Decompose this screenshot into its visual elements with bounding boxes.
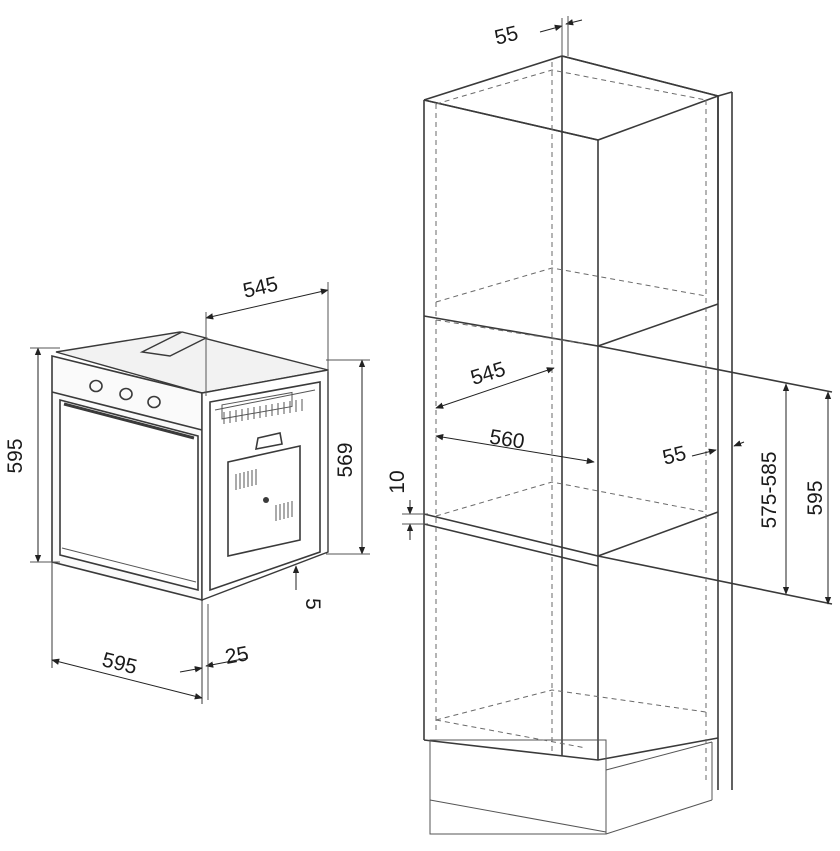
door-bottom-line: [61, 547, 197, 583]
upper-vent-stripes: [223, 399, 303, 424]
front-offset-label: 25: [223, 642, 250, 669]
hidden-edges: [435, 62, 707, 784]
shelf-reference-line-lower: [597, 555, 833, 605]
oven-height-label: 595: [4, 438, 27, 473]
upper-vent: [221, 391, 293, 420]
shelf-reference-line-upper: [597, 345, 833, 393]
knob-2: [119, 387, 133, 401]
rear-plug: [255, 432, 283, 451]
oven-depth-label: 545: [241, 273, 280, 303]
knob-3: [147, 395, 161, 409]
front-offset-dim-line-a: [179, 666, 203, 673]
oven-side-frame: [209, 381, 321, 592]
cabinet-top-panel-label: 55: [492, 22, 520, 50]
front-offset-dim-line-b: [205, 657, 249, 668]
niche-height-range-label: 575-585: [758, 451, 781, 528]
cabinet-depth-560-line: [435, 434, 595, 464]
rear-screw: [263, 497, 269, 503]
oven-width-dim-line: [51, 658, 203, 700]
shelf-thickness-label: 10: [386, 470, 409, 493]
niche-height-label: 595: [804, 480, 827, 515]
cabinet-drawing: [423, 55, 833, 835]
bottom-offset-label: 5: [301, 598, 324, 610]
oven-drawing: [51, 331, 329, 704]
cabinet-top-outline: [423, 55, 721, 141]
knob-1: [89, 379, 103, 393]
cabinet-depth-545-line: [435, 367, 555, 409]
frame-top-rail: [214, 389, 316, 411]
rear-vents: [235, 469, 293, 521]
door-handle: [63, 402, 195, 440]
oven-side-height-label: 569: [334, 442, 357, 477]
oven-door: [59, 398, 199, 592]
oven-width-label: 595: [100, 648, 140, 679]
cabinet-rear-gap-label: 55: [660, 442, 688, 470]
cabinet-dimensions: 55 545 560 55 10 575-585 595: [386, 16, 832, 605]
cabinet-depth-560-label: 560: [488, 425, 526, 453]
oven-depth-dim-line: [205, 288, 329, 320]
control-strip-line: [51, 391, 203, 431]
